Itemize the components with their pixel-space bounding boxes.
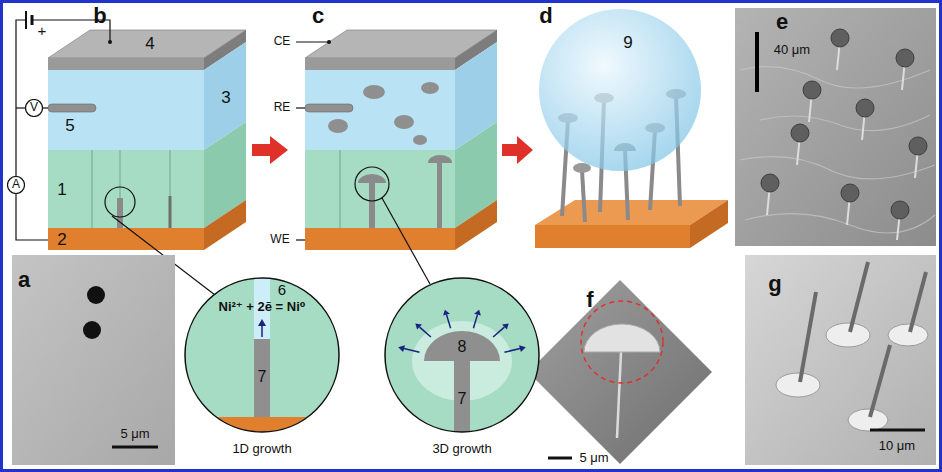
callout-number: 5	[65, 117, 74, 136]
meter-symbol: A	[12, 178, 20, 191]
electrode-label: RE	[274, 101, 291, 114]
callout-number: 9	[623, 34, 632, 53]
callout-number: 8	[458, 338, 467, 356]
cell-c	[296, 30, 497, 284]
electrode-label: CE	[274, 35, 291, 48]
cell-b	[16, 11, 246, 295]
node-shape	[384, 277, 540, 462]
photo-a	[12, 255, 175, 465]
droplet-sphere: 9	[538, 8, 702, 172]
electrode-label: WE	[270, 233, 289, 246]
scale-bar-label: 40 μm	[774, 43, 810, 57]
panel-letter: e	[776, 10, 788, 34]
polarity-sign: +	[38, 23, 47, 40]
callout-number: 3	[221, 89, 230, 108]
panel-letter: f	[586, 288, 593, 312]
scale-bar-label: 10 μm	[879, 439, 915, 453]
zoom-inset: 6Ni²⁺ + 2ē = Ni⁰ 7 1D growth	[184, 277, 340, 462]
inset-heading: 1D growth	[232, 442, 291, 456]
scale-bar-label: 5 μm	[120, 427, 149, 441]
callout-number: 2	[57, 231, 66, 250]
meter-circle: A	[7, 176, 25, 194]
panel-letter: d	[539, 4, 552, 28]
inset-heading: 3D growth	[432, 442, 491, 456]
panel-letter: c	[312, 4, 324, 28]
meter-symbol: V	[30, 101, 38, 114]
node-shape	[538, 8, 702, 172]
callout-number: 7	[458, 390, 467, 408]
callout-number: 1	[57, 181, 66, 200]
meter-circle: V	[25, 99, 43, 117]
callout-number: 4	[145, 35, 154, 54]
photo-e	[735, 8, 936, 246]
photo-f	[528, 280, 712, 464]
red-arrow	[252, 136, 288, 164]
red-arrow	[502, 136, 533, 164]
scale-bar-label: 5 μm	[579, 451, 608, 465]
panel-letter: a	[18, 268, 30, 292]
callout-number: 6	[278, 282, 286, 299]
reaction-equation: Ni²⁺ + 2ē = Ni⁰	[219, 300, 306, 314]
panel-letter: g	[768, 272, 781, 296]
zoom-inset: 8 7 3D growth	[384, 277, 540, 462]
photo-g	[745, 255, 936, 465]
callout-number: 7	[258, 368, 267, 386]
panel-letter: b	[93, 4, 106, 28]
